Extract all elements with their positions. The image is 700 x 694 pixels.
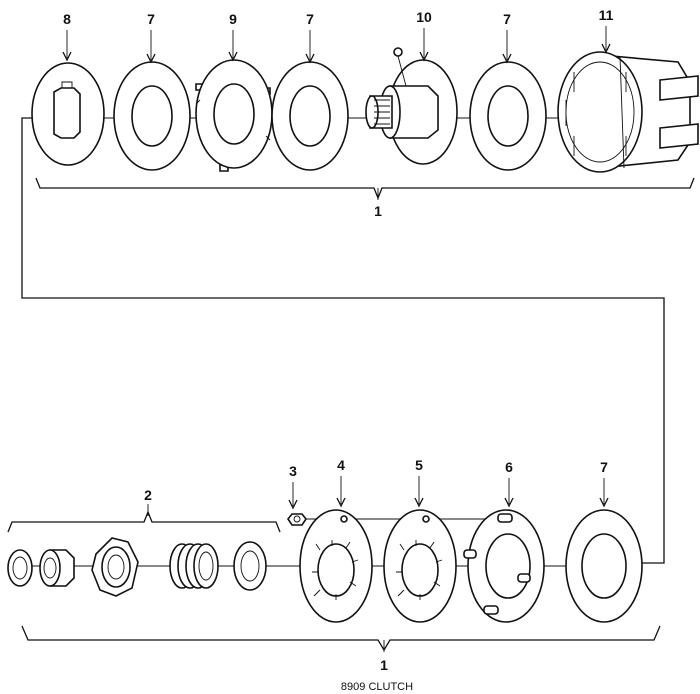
callout-7-d: 7 [600, 459, 608, 475]
callout-3: 3 [289, 463, 297, 479]
part-9-lugged-plate [195, 59, 273, 172]
callout-9: 9 [229, 11, 237, 27]
diagram-caption: 8909 CLUTCH [341, 681, 413, 693]
bracket-part-2 [7, 510, 281, 533]
part-6-pressure-plate [463, 509, 545, 623]
part-2-components [7, 537, 267, 597]
callout-6: 6 [505, 459, 513, 475]
callout-7-c: 7 [503, 11, 511, 27]
top-callouts: 8 7 9 7 10 7 11 [62, 7, 614, 64]
callout-7-b: 7 [306, 11, 314, 27]
part-4-internal-tooth-plate [299, 509, 373, 623]
part-3-spacer [287, 513, 307, 526]
part-7-friction-disc-c [469, 61, 547, 171]
bottom-assembly-label: 1 [380, 657, 388, 673]
bottom-assembly-bracket [21, 625, 661, 652]
part-5-internal-tooth-plate [383, 509, 457, 623]
callout-11: 11 [599, 7, 614, 23]
part-7-friction-disc-d [565, 509, 643, 623]
top-assembly-bracket [35, 177, 695, 200]
callout-5: 5 [415, 457, 423, 473]
callout-4: 4 [337, 457, 345, 473]
bottom-callouts: 2 3 4 5 6 7 [144, 457, 609, 510]
callout-10: 10 [416, 9, 432, 25]
part-7-friction-disc-b [271, 61, 349, 171]
part-7-friction-disc-a [113, 61, 191, 171]
callout-2: 2 [144, 487, 152, 503]
connector-line [21, 117, 665, 564]
callout-7-a: 7 [147, 11, 155, 27]
part-8-splined-plate [31, 62, 105, 166]
part-10-hub-with-shaft [365, 47, 458, 165]
callout-8: 8 [63, 11, 71, 27]
top-assembly-label: 1 [374, 203, 382, 219]
part-11-clutch-drum [557, 51, 699, 173]
